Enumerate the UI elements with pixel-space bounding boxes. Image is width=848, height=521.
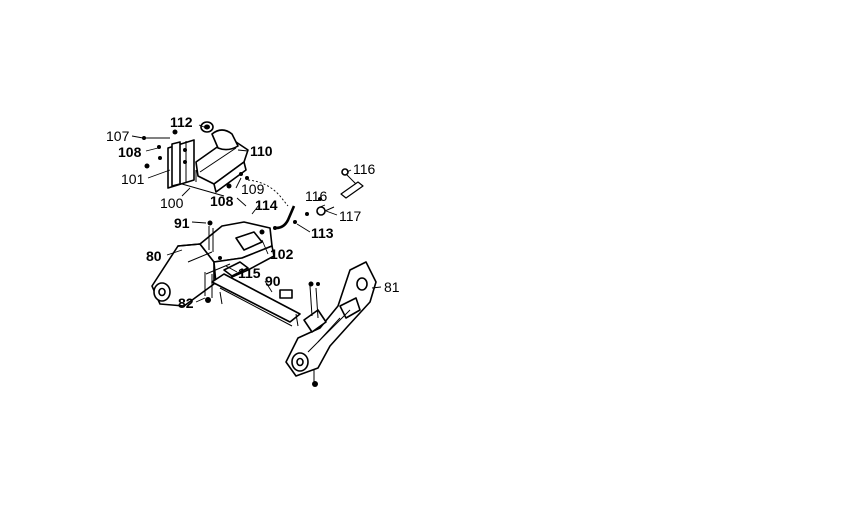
label-107: 107	[106, 128, 130, 144]
label-114: 114	[255, 197, 278, 213]
label-116-b: 116	[305, 188, 328, 204]
label-113: 113	[311, 225, 334, 241]
label-108-b: 108	[210, 193, 234, 209]
dashed-route-109	[247, 179, 289, 207]
label-109: 109	[241, 181, 265, 197]
fitting-116-117	[305, 168, 364, 216]
label-90: 90	[265, 273, 281, 289]
label-115: 115	[238, 265, 261, 281]
label-112: 112	[170, 114, 193, 130]
label-110: 110	[250, 143, 273, 159]
bracket-81	[285, 261, 377, 387]
label-102: 102	[270, 246, 294, 262]
mounting-plate	[167, 139, 195, 189]
bolts-91	[204, 220, 214, 303]
label-81: 81	[384, 279, 400, 295]
pedestal-housing	[181, 121, 249, 197]
label-80: 80	[146, 248, 162, 264]
label-108-a: 108	[118, 144, 142, 160]
label-82: 82	[178, 295, 194, 311]
label-117: 117	[339, 208, 362, 224]
label-101: 101	[121, 171, 145, 187]
label-100: 100	[160, 195, 184, 211]
label-91: 91	[174, 215, 190, 231]
leader-lines	[131, 124, 382, 303]
cable-114	[275, 205, 296, 230]
label-116-a: 116	[353, 161, 376, 177]
rail-90	[211, 261, 301, 327]
